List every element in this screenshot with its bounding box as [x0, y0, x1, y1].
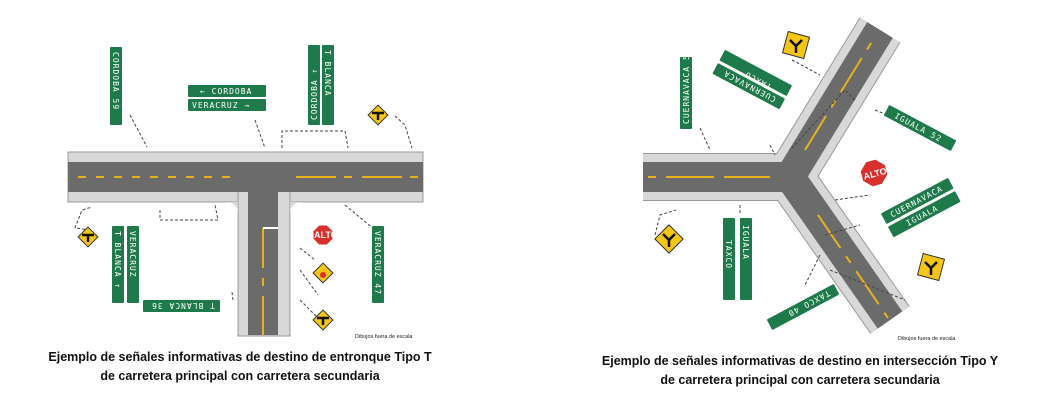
sign-text: VERACRUZ — [128, 231, 137, 278]
sign-veracruz-47 — [372, 226, 384, 303]
y-intersection-diagram: CUERNAVACA 50 TAXCO CUERNAVACA IGUALA 52… — [643, 17, 961, 342]
scale-note: Dibujos fuera de escala — [898, 336, 956, 342]
caption-line: Ejemplo de señales informativas de desti… — [601, 354, 999, 368]
sign-pair-taxco-cuernavaca: TAXCO CUERNAVACA — [712, 50, 792, 109]
sign-t-blanca — [322, 45, 334, 125]
sign-text: ← CORDOBA — [200, 87, 252, 96]
stop-sign — [312, 224, 334, 246]
sign-text: CORDOBA ↑ — [310, 68, 319, 120]
sign-iguala — [740, 218, 752, 300]
stop-sign — [859, 158, 889, 188]
right-figure-caption: Ejemplo de señales informativas de desti… — [585, 352, 1015, 390]
center-line-north — [804, 34, 877, 151]
sign-text: CORDOBA 59 — [111, 52, 120, 110]
sign-taxco-40: TAXCO 40 — [766, 284, 840, 330]
sign-taxco — [719, 50, 792, 96]
y-junction-warning-sign — [781, 30, 811, 60]
sign-text: T BLANCA ↑ — [113, 231, 122, 289]
y-junction-warning-sign — [916, 252, 946, 282]
sign-cordoba-up — [308, 45, 320, 125]
stop-sign-text: ALTO — [314, 230, 338, 240]
sign-cuernavaca-50 — [680, 57, 692, 129]
sign-text: IGUALA 52 — [893, 111, 943, 144]
left-figure-caption: Ejemplo de señales informativas de desti… — [40, 348, 440, 386]
sign-cordoba-59 — [110, 47, 122, 125]
sign-t-blanca-36 — [143, 300, 220, 312]
sign-iguala — [888, 191, 961, 237]
sign-veracruz — [127, 226, 139, 303]
sign-text: T BLANCA — [323, 50, 332, 97]
sign-veracruz-right — [188, 99, 266, 111]
sign-cuernavaca — [712, 63, 785, 109]
sign-text: CUERNAVACA 50 — [682, 48, 691, 124]
t-intersection-diagram: CORDOBA 59 ← CORDOBA VERACRUZ → CORDOBA … — [67, 45, 424, 340]
y-junction-warning-sign — [654, 224, 684, 254]
caption-line: de carretera principal con carretera sec… — [100, 369, 380, 383]
sign-taxco — [723, 218, 735, 300]
sign-text: VERACRUZ 47 — [373, 231, 382, 295]
caption-line: Ejemplo de señales informativas de desti… — [48, 350, 432, 364]
sign-cordoba-left — [188, 85, 266, 97]
sign-iguala-52: IGUALA 52 — [883, 105, 957, 151]
sign-pair-cuernavaca-iguala: CUERNAVACA IGUALA — [881, 178, 961, 237]
sign-text: IGUALA — [741, 225, 750, 260]
sign-cuernavaca — [881, 178, 954, 224]
scale-note: Dibujos fuera de escala — [355, 334, 413, 340]
sign-t-blanca-left — [112, 226, 124, 303]
sign-text: T BLANCA 36 — [151, 301, 215, 310]
sign-text: VERACRUZ → — [192, 101, 250, 110]
sign-text: TAXCO 40 — [786, 289, 831, 319]
sign-text: TAXCO — [724, 240, 733, 269]
center-line-south — [817, 214, 889, 319]
caption-line: de carretera principal con carretera sec… — [660, 373, 940, 387]
